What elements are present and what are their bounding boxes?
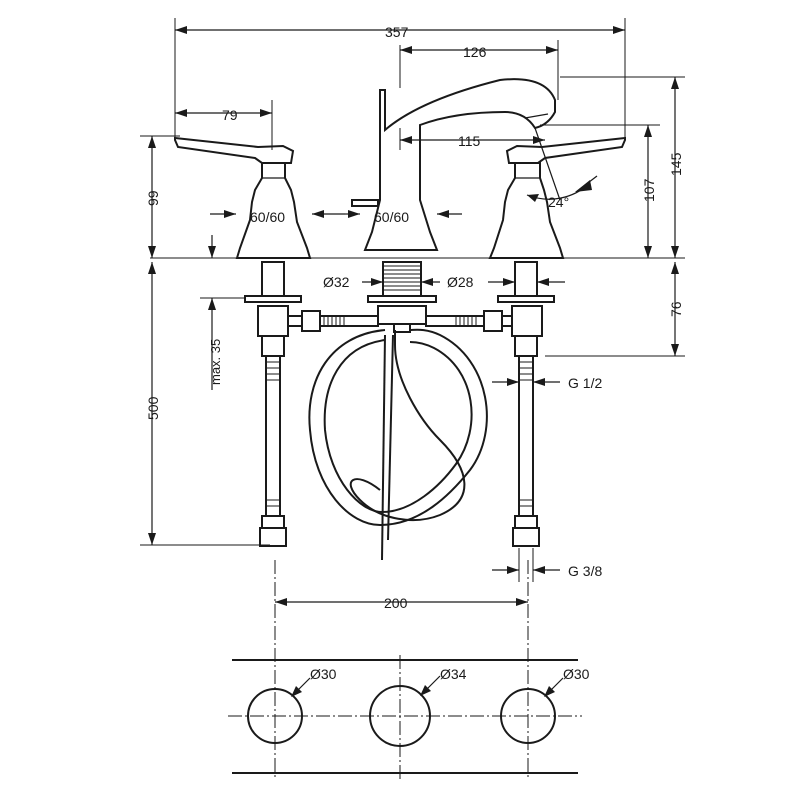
hose-loop xyxy=(308,328,488,527)
label-thread-valve: G 1/2 xyxy=(568,375,602,391)
hole-center xyxy=(369,685,431,747)
label-hole-center: Ø34 xyxy=(440,666,467,682)
label-hose-length: 500 xyxy=(145,396,161,420)
label-spout-reach: 126 xyxy=(463,44,487,60)
faucet-assembly xyxy=(150,78,685,561)
label-angle: 24° xyxy=(548,194,569,210)
label-shank-length: 76 xyxy=(668,301,684,317)
right-shank xyxy=(514,261,538,297)
left-handle-lever xyxy=(174,136,295,164)
label-handle-height: 99 xyxy=(145,190,161,206)
label-thread-hose: G 3/8 xyxy=(568,563,602,579)
label-dia-shank-side: Ø28 xyxy=(447,274,474,290)
label-left-base: 60/60 xyxy=(250,209,285,225)
dimension-lines xyxy=(140,18,685,780)
right-handle-lever xyxy=(505,136,626,164)
label-dia-shank-center: Ø32 xyxy=(323,274,350,290)
spout xyxy=(363,78,556,251)
left-shank xyxy=(261,261,285,297)
label-total-height: 145 xyxy=(668,152,684,176)
label-overall-width: 357 xyxy=(385,24,409,40)
label-hole-left: Ø30 xyxy=(310,666,337,682)
label-center-base: 60/60 xyxy=(374,209,409,225)
hole-left xyxy=(247,688,303,744)
hole-right xyxy=(500,688,556,744)
deck-hole-plan xyxy=(228,659,582,774)
label-max-deck: max. 35 xyxy=(208,339,223,385)
center-shank xyxy=(382,261,422,297)
label-hole-right: Ø30 xyxy=(563,666,590,682)
dimension-labels: 357 126 115 79 99 500 max. 35 107 145 76… xyxy=(145,24,684,682)
label-handle-offset: 79 xyxy=(222,107,238,123)
label-spout-inner: 115 xyxy=(458,133,481,149)
label-spout-height: 107 xyxy=(641,178,657,202)
label-center-spacing: 200 xyxy=(384,595,408,611)
popup-rod xyxy=(351,199,379,207)
